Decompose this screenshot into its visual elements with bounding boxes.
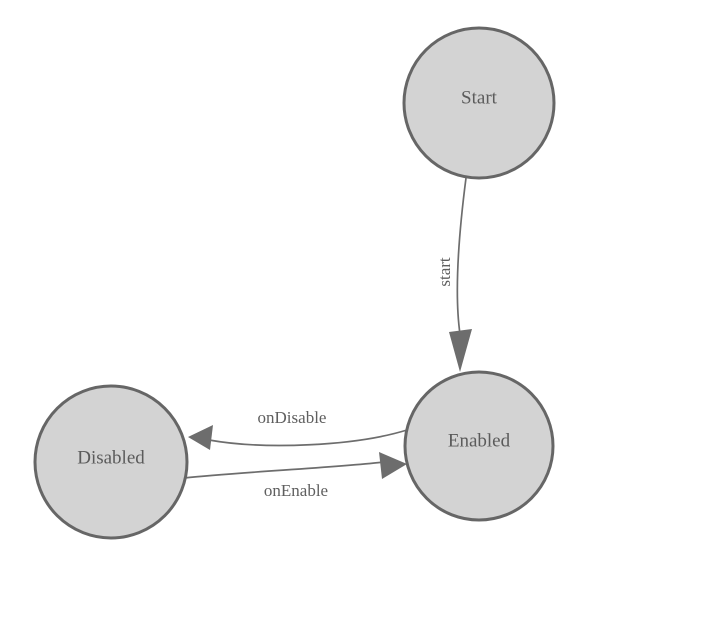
node-start-circle bbox=[402, 26, 556, 180]
arrowhead-down-enabled bbox=[449, 329, 472, 372]
edge-label-on-enable: onEnable bbox=[264, 481, 328, 500]
edge-start-to-enabled[interactable]: start bbox=[435, 177, 472, 372]
node-enabled-label: Enabled bbox=[448, 430, 511, 451]
node-disabled[interactable]: Disabled bbox=[33, 384, 189, 540]
edge-enabled-to-disabled[interactable]: onDisable bbox=[188, 408, 408, 450]
edge-path-enabled-to-disabled bbox=[208, 429, 408, 447]
edge-label-start: start bbox=[435, 257, 454, 287]
edge-disabled-to-enabled[interactable]: onEnable bbox=[183, 452, 407, 500]
edge-label-on-disable: onDisable bbox=[258, 408, 327, 427]
edge-path-start-to-enabled bbox=[456, 177, 467, 335]
node-enabled[interactable]: Enabled bbox=[403, 370, 555, 522]
node-start-label: Start bbox=[461, 87, 498, 108]
node-start[interactable]: Start bbox=[402, 26, 556, 180]
edge-path-disabled-to-enabled bbox=[183, 461, 385, 479]
node-disabled-circle bbox=[33, 384, 189, 540]
arrowhead-right-enabled bbox=[379, 452, 407, 479]
arrowhead-left-disabled bbox=[188, 425, 213, 450]
node-disabled-label: Disabled bbox=[77, 447, 145, 468]
node-enabled-circle bbox=[403, 370, 555, 522]
